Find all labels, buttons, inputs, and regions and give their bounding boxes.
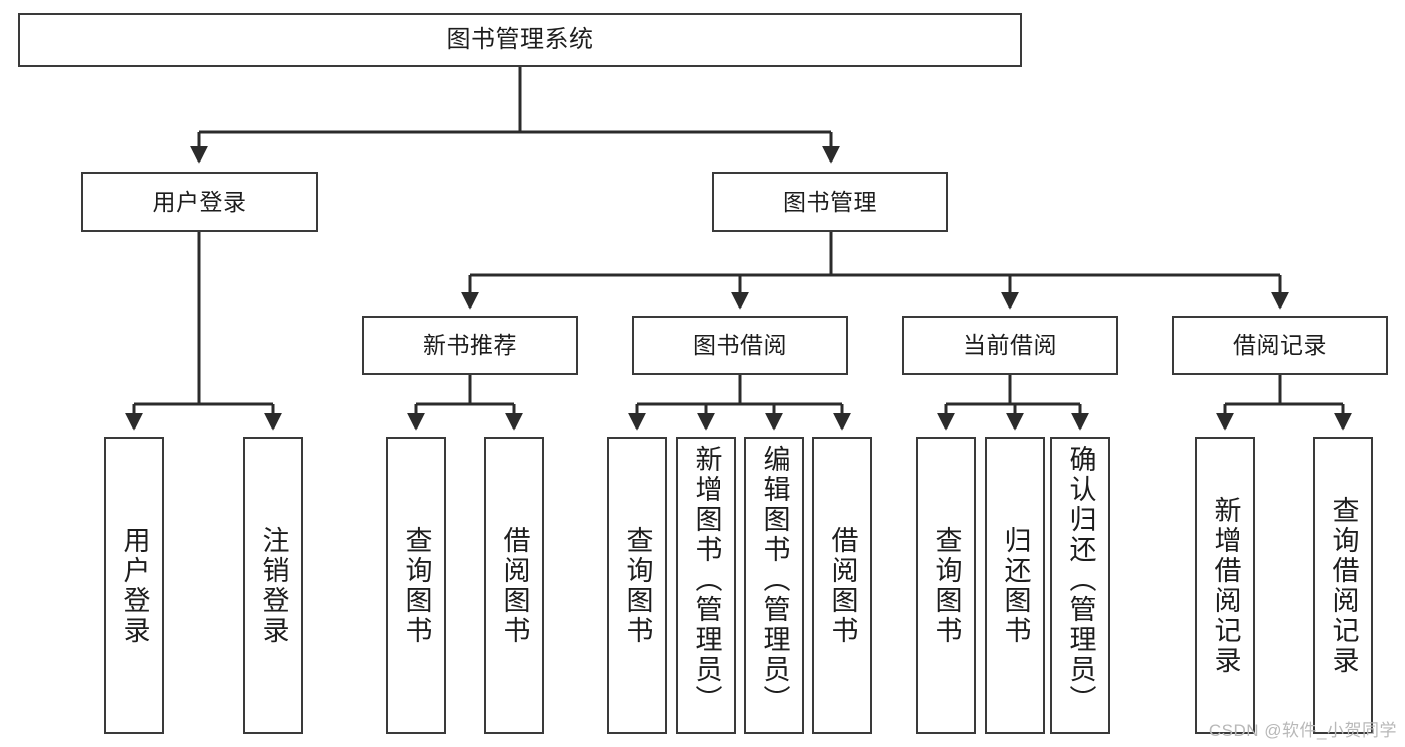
leaf-query-book-2-label: 查询图书	[622, 525, 653, 646]
leaf-user-logout-label: 注销登录	[258, 525, 289, 646]
node-root-label: 图书管理系统	[446, 26, 594, 53]
leaf-edit-book[interactable]: 编辑图书（管理员）	[744, 437, 804, 734]
leaf-borrow-book-1-label: 借阅图书	[499, 525, 530, 646]
node-borrow-record-label: 借阅记录	[1233, 332, 1327, 359]
leaf-add-record[interactable]: 新增借阅记录	[1195, 437, 1255, 734]
leaf-add-book[interactable]: 新增图书（管理员）	[676, 437, 736, 734]
node-current-borrow[interactable]: 当前借阅	[902, 316, 1118, 375]
leaf-user-login[interactable]: 用户登录	[104, 437, 164, 734]
leaf-query-book-1-label: 查询图书	[401, 525, 432, 646]
leaf-confirm-return[interactable]: 确认归还（管理员）	[1050, 437, 1110, 734]
node-new-book-recommend-label: 新书推荐	[423, 332, 517, 359]
leaf-user-login-label: 用户登录	[119, 525, 150, 646]
leaf-borrow-book-2[interactable]: 借阅图书	[812, 437, 872, 734]
leaf-edit-book-label: 编辑图书（管理员）	[759, 445, 790, 715]
leaf-query-book-3[interactable]: 查询图书	[916, 437, 976, 734]
leaf-query-record-label: 查询借阅记录	[1328, 495, 1359, 676]
leaf-add-record-label: 新增借阅记录	[1210, 495, 1241, 676]
node-book-manage-label: 图书管理	[783, 188, 877, 215]
leaf-add-book-label: 新增图书（管理员）	[691, 445, 722, 715]
leaf-borrow-book-2-label: 借阅图书	[827, 525, 858, 646]
node-user-login-label: 用户登录	[152, 188, 247, 215]
node-current-borrow-label: 当前借阅	[963, 332, 1057, 359]
leaf-query-book-3-label: 查询图书	[931, 525, 962, 646]
leaf-query-book-1[interactable]: 查询图书	[386, 437, 446, 734]
node-borrow-record[interactable]: 借阅记录	[1172, 316, 1388, 375]
node-new-book-recommend[interactable]: 新书推荐	[362, 316, 578, 375]
node-book-manage[interactable]: 图书管理	[712, 172, 948, 232]
leaf-return-book[interactable]: 归还图书	[985, 437, 1045, 734]
leaf-return-book-label: 归还图书	[1000, 525, 1031, 646]
node-root[interactable]: 图书管理系统	[18, 13, 1022, 67]
node-user-login[interactable]: 用户登录	[81, 172, 318, 232]
leaf-query-record[interactable]: 查询借阅记录	[1313, 437, 1373, 734]
leaf-user-logout[interactable]: 注销登录	[243, 437, 303, 734]
leaf-query-book-2[interactable]: 查询图书	[607, 437, 667, 734]
node-book-borrow[interactable]: 图书借阅	[632, 316, 848, 375]
leaf-confirm-return-label: 确认归还（管理员）	[1065, 445, 1096, 715]
node-book-borrow-label: 图书借阅	[693, 332, 787, 359]
leaf-borrow-book-1[interactable]: 借阅图书	[484, 437, 544, 734]
